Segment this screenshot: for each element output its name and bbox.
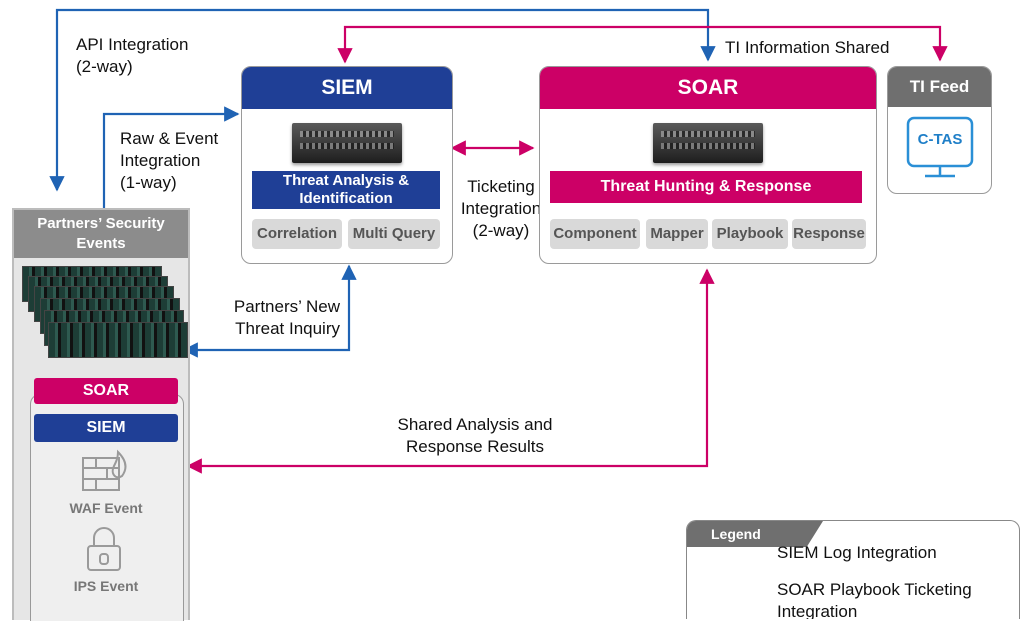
ti-feed-title: TI Feed <box>888 67 991 107</box>
soar-module-response: Response <box>792 219 866 249</box>
shared-results-label: Shared Analysis and Response Results <box>360 414 590 458</box>
shared-results-line2: Response Results <box>406 437 544 456</box>
new-threat-line1: Partners’ New <box>233 297 340 316</box>
firewall-icon <box>82 449 127 491</box>
siem-module-multi-query: Multi Query <box>348 219 440 249</box>
raw-event-line3: (1-way) <box>120 173 177 192</box>
ticketing-line3: (2-way) <box>472 221 530 240</box>
partner-soar-badge: SOAR <box>34 378 178 404</box>
siem-title: SIEM <box>242 67 452 109</box>
c-tas-monitor-icon <box>906 116 974 178</box>
lock-icon <box>87 527 121 571</box>
ti-shared-label: TI Information Shared <box>725 38 890 57</box>
soar-panel: SOAR Threat Hunting & Response Component… <box>539 66 877 264</box>
soar-title: SOAR <box>540 67 876 109</box>
waf-event-label: WAF Event <box>69 500 143 516</box>
new-threat-line2: Threat Inquiry <box>235 319 340 338</box>
raw-event-line2: Integration <box>120 151 201 170</box>
raw-event-label: Raw & Event Integration (1-way) <box>120 128 218 194</box>
api-integration-line <box>49 8 716 192</box>
shared-results-line <box>186 268 715 474</box>
siem-server-icon <box>292 123 402 163</box>
legend-box: Legend SIEM Log Integration SOAR Playboo… <box>686 520 1020 619</box>
partner-servers-icon <box>22 266 188 362</box>
siem-panel: SIEM Threat Analysis & Identification Co… <box>241 66 453 264</box>
soar-function: Threat Hunting & Response <box>550 171 862 203</box>
ticketing-line1: Ticketing <box>467 177 535 196</box>
soar-module-mapper: Mapper <box>646 219 708 249</box>
partners-panel: Partners’ Security Events SOAR SIEM WAF … <box>12 208 190 621</box>
ti-shared-line <box>337 25 948 64</box>
legend-item-soar: SOAR Playbook Ticketing Integration <box>777 580 972 619</box>
partner-siem-badge: SIEM <box>34 414 178 442</box>
new-threat-label: Partners’ New Threat Inquiry <box>190 296 340 340</box>
soar-module-playbook: Playbook <box>712 219 788 249</box>
siem-module-correlation: Correlation <box>252 219 342 249</box>
shared-results-line1: Shared Analysis and <box>397 415 553 434</box>
api-integration-mode: (2-way) <box>76 57 133 76</box>
api-integration-label: API Integration (2-way) <box>76 34 188 78</box>
siem-function: Threat Analysis & Identification <box>252 171 440 209</box>
raw-event-line1: Raw & Event <box>120 129 219 148</box>
ti-feed-panel: TI Feed C-TAS <box>887 66 992 194</box>
c-tas-logo: C-TAS <box>917 131 963 148</box>
api-integration-text: API Integration <box>76 35 189 54</box>
raw-event-line <box>102 106 240 208</box>
legend-item-siem: SIEM Log Integration <box>777 543 937 562</box>
ips-event-label: IPS Event <box>73 578 139 594</box>
soar-module-component: Component <box>550 219 640 249</box>
legend-title: Legend <box>687 521 823 547</box>
soar-server-icon <box>653 123 763 163</box>
partners-title: Partners’ Security Events <box>14 210 188 258</box>
ticketing-label: Ticketing Integration (2-way) <box>452 176 550 242</box>
ticketing-line2: Integration <box>460 199 542 218</box>
